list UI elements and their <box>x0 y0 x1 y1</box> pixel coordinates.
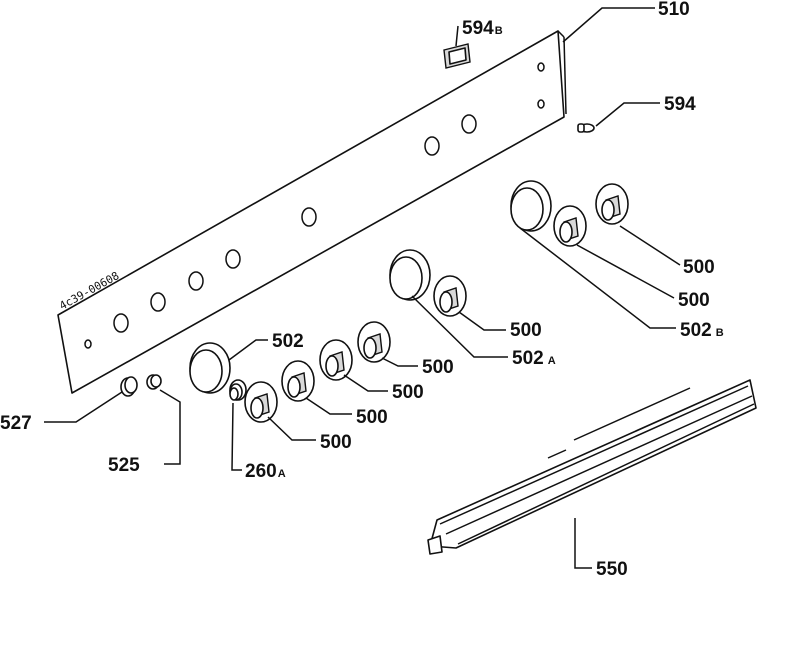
leader-lines <box>44 7 681 569</box>
label-502a-suffix: A <box>548 355 556 367</box>
label-502a-number: 502 <box>512 348 544 369</box>
label-260a-suffix: A <box>278 468 286 480</box>
label-500-f: 500 <box>356 407 388 428</box>
knob-500-left-2 <box>319 339 353 381</box>
control-panel-510: 4c39-00608 <box>57 30 567 394</box>
label-500-e: 500 <box>392 382 424 403</box>
label-525: 525 <box>108 455 140 476</box>
label-500-g: 500 <box>320 432 352 453</box>
indicator-lens-594b <box>443 43 471 69</box>
label-502a: 502 A <box>512 348 556 369</box>
knob-cap-502b <box>510 180 552 232</box>
label-502b-suffix: B <box>716 327 724 339</box>
spring-260a <box>229 379 247 401</box>
knob-500-right-front <box>553 205 587 247</box>
screw-594 <box>577 123 595 133</box>
label-500-b: 500 <box>678 290 710 311</box>
bulb-527 <box>120 376 138 397</box>
knob-cap-502 <box>189 342 231 394</box>
knob-500-left-3 <box>281 360 315 402</box>
knob-cap-502a <box>389 249 431 301</box>
label-510: 510 <box>658 0 690 20</box>
knob-500-left-1 <box>357 321 391 363</box>
label-594: 594 <box>664 94 696 115</box>
label-502b: 502 B <box>680 320 724 341</box>
label-500-c: 500 <box>510 320 542 341</box>
knob-500-middle <box>433 275 467 317</box>
knob-500-right-back <box>595 183 629 225</box>
label-527: 527 <box>0 413 32 434</box>
label-550: 550 <box>596 559 628 580</box>
trim-bar-550 <box>427 379 757 555</box>
label-594b-suffix: B <box>495 25 503 37</box>
knob-525 <box>146 374 162 390</box>
label-500-d: 500 <box>422 357 454 378</box>
label-500-a: 500 <box>683 257 715 278</box>
label-502: 502 <box>272 331 304 352</box>
label-260a-number: 260 <box>245 461 277 482</box>
knob-500-left-4 <box>244 381 278 423</box>
label-502b-number: 502 <box>680 320 712 341</box>
label-594b-number: 594 <box>462 18 494 39</box>
label-260a: 260A <box>245 461 286 482</box>
label-594b: 594B <box>462 18 503 39</box>
